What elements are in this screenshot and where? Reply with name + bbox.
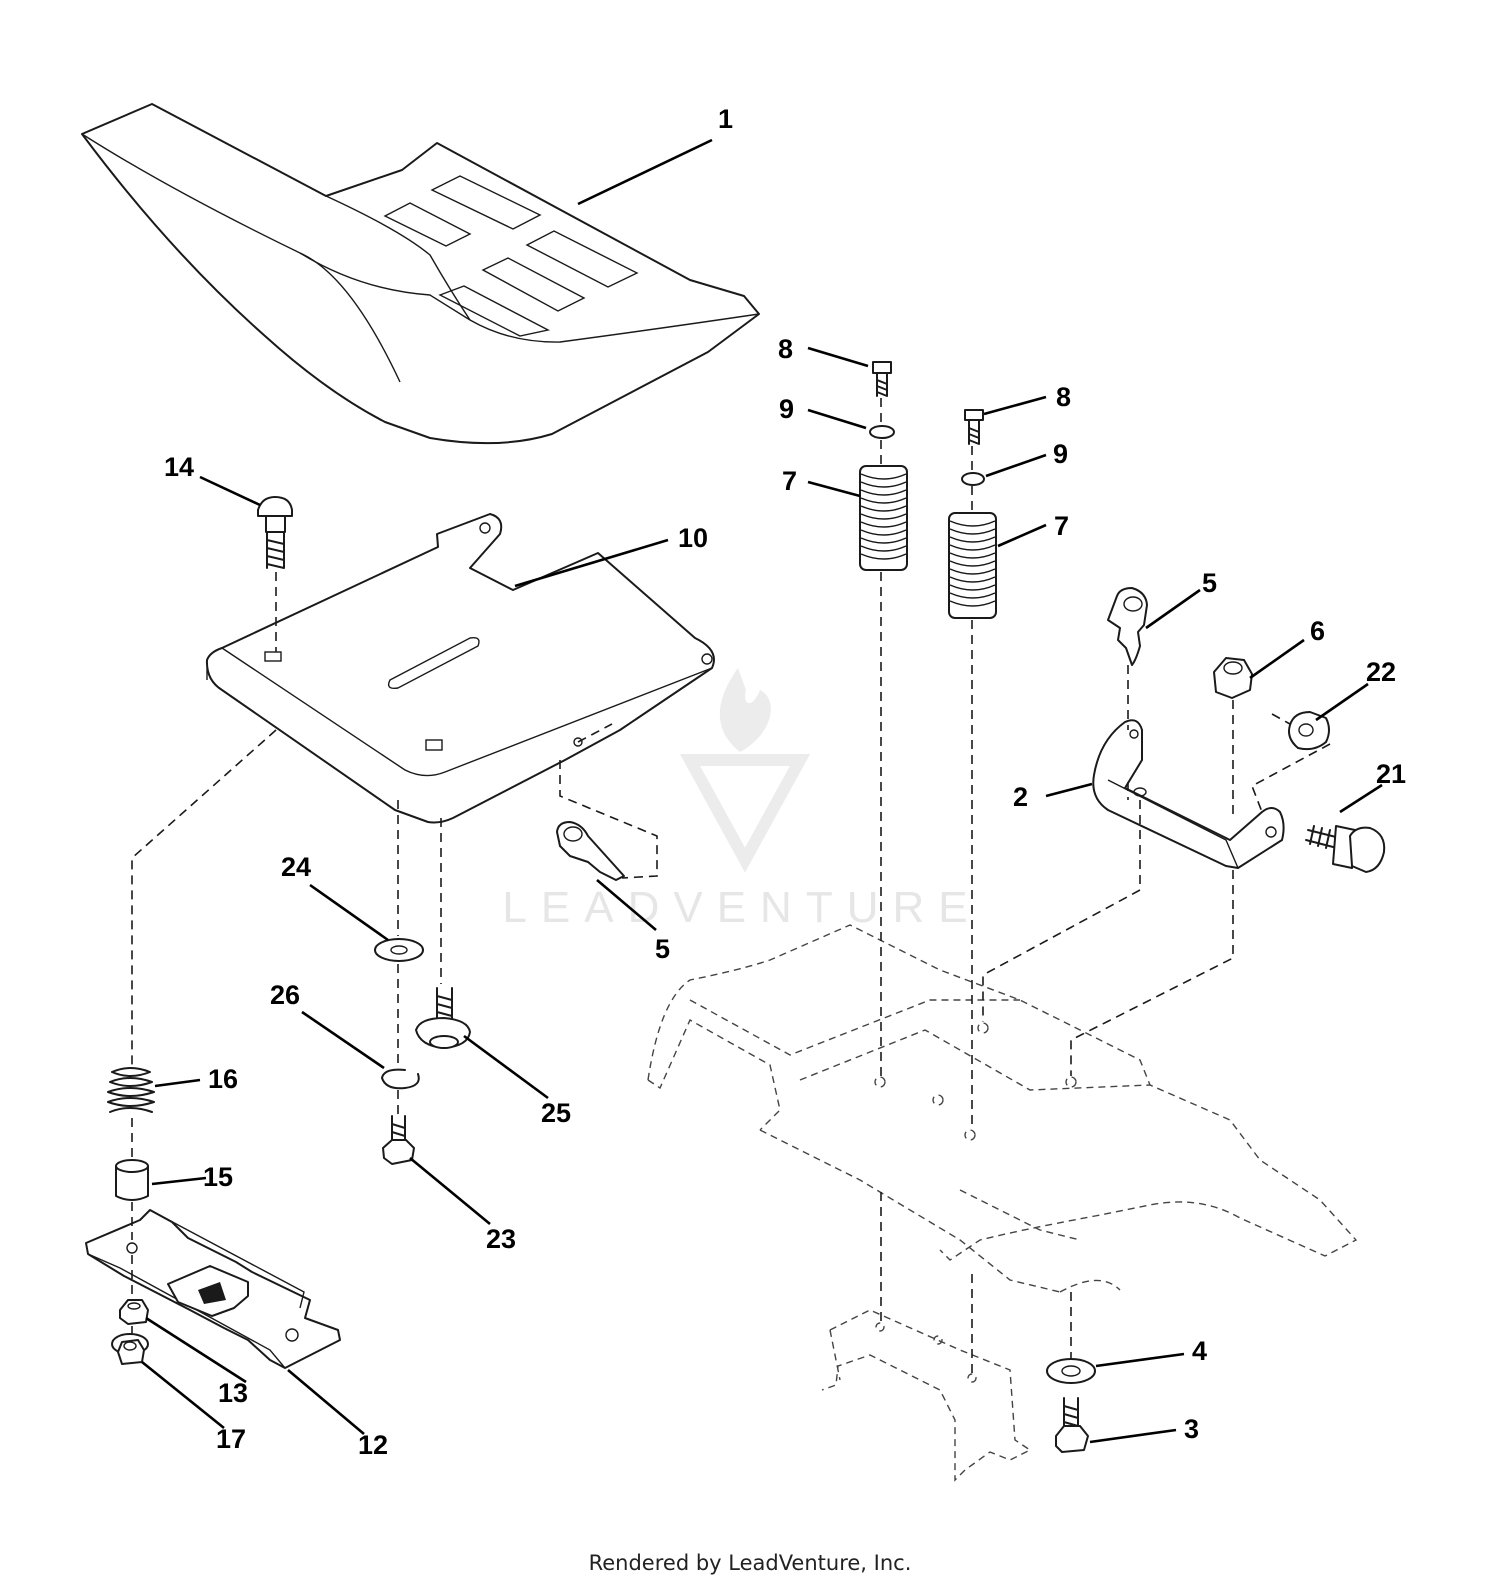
callout-9: 9 xyxy=(1053,439,1068,469)
alignment-lines xyxy=(131,398,1331,1378)
callout-16: 16 xyxy=(208,1064,238,1094)
callout-7: 7 xyxy=(1054,511,1069,541)
callout-13: 13 xyxy=(218,1378,248,1408)
nut-6 xyxy=(1213,657,1253,699)
washer-9-right xyxy=(961,472,985,486)
callout-10: 10 xyxy=(678,523,708,553)
callout-14: 14 xyxy=(164,452,194,482)
tractor-frame-outline xyxy=(647,924,1358,1482)
footer-credit: Rendered by LeadVenture, Inc. xyxy=(588,1551,912,1575)
callout-3: 3 xyxy=(1184,1414,1199,1444)
nut-13 xyxy=(119,1299,149,1325)
washer-9-left xyxy=(869,425,895,439)
washer-24 xyxy=(374,938,424,962)
callout-5: 5 xyxy=(655,934,670,964)
callout-24: 24 xyxy=(281,852,311,882)
ring-26 xyxy=(381,1068,420,1090)
callout-9: 9 xyxy=(779,394,794,424)
spring-7-left xyxy=(859,465,908,571)
leader-lines xyxy=(141,138,1383,1444)
callout-21: 21 xyxy=(1376,759,1406,789)
plate-12 xyxy=(85,1209,341,1369)
callout-4: 4 xyxy=(1192,1336,1207,1366)
callout-labels: 1 8 9 7 8 9 7 14 10 5 6 22 2 21 24 5 26 … xyxy=(164,104,1406,1460)
spring-16 xyxy=(107,1067,155,1113)
seat-pan xyxy=(205,513,715,824)
callout-22: 22 xyxy=(1366,657,1396,687)
callout-8: 8 xyxy=(778,334,793,364)
seat xyxy=(81,103,760,445)
callout-25: 25 xyxy=(541,1098,571,1128)
hex-bolt-23 xyxy=(382,1115,415,1165)
washer-4 xyxy=(1046,1358,1096,1384)
watermark-logo: LEADVENTURE xyxy=(502,668,981,932)
callout-15: 15 xyxy=(203,1162,233,1192)
callout-23: 23 xyxy=(486,1224,516,1254)
shoulder-bolt-25 xyxy=(415,987,471,1049)
callout-6: 6 xyxy=(1310,616,1325,646)
flange-nut-17 xyxy=(111,1333,149,1365)
callout-5: 5 xyxy=(1202,568,1217,598)
bracket-2 xyxy=(1092,719,1285,869)
callout-1: 1 xyxy=(718,104,733,134)
clip-5-lower xyxy=(556,821,625,881)
spacer-15 xyxy=(115,1159,149,1201)
bolt-8-right xyxy=(964,409,984,445)
callout-17: 17 xyxy=(216,1424,246,1454)
flange-bolt-21 xyxy=(1305,825,1386,873)
callout-12: 12 xyxy=(358,1430,388,1460)
callout-7: 7 xyxy=(782,466,797,496)
bolt-8-left xyxy=(872,361,892,397)
callout-26: 26 xyxy=(270,980,300,1010)
spring-7-right xyxy=(948,512,997,619)
carriage-bolt-14 xyxy=(257,496,293,569)
watermark-text: LEADVENTURE xyxy=(502,883,981,932)
clip-5-upper xyxy=(1107,587,1148,666)
nut-22 xyxy=(1288,711,1330,751)
callout-2: 2 xyxy=(1013,782,1028,812)
callout-8: 8 xyxy=(1056,382,1071,412)
hex-bolt-3 xyxy=(1055,1397,1089,1453)
